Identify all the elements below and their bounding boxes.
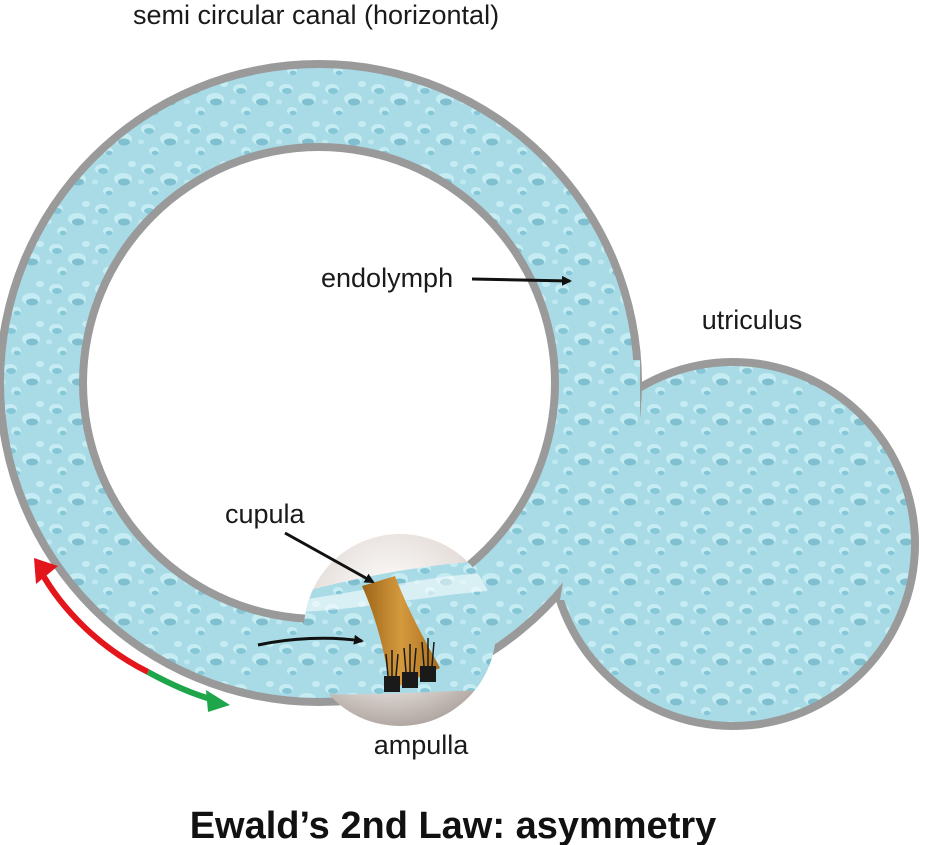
semicircular-canal — [0, 60, 642, 706]
cupula-pointer — [284, 531, 375, 584]
label-endolymph: endolymph — [321, 263, 453, 293]
hair-cells — [384, 638, 436, 692]
cupula — [362, 576, 440, 690]
label-utriculus: utriculus — [702, 305, 803, 335]
ampulla — [304, 534, 496, 726]
asymmetry-arrow — [34, 558, 230, 712]
label-ampulla: ampulla — [374, 730, 470, 760]
asymmetry-arrow-red — [37, 568, 150, 675]
canal-utriculus-junction — [560, 360, 640, 600]
endolymph-flow-arrow — [257, 634, 364, 647]
label-cupula: cupula — [225, 499, 306, 529]
label-canal: semi circular canal (horizontal) — [133, 0, 499, 30]
figure-title: Ewald’s 2nd Law: asymmetry — [190, 805, 717, 845]
endolymph-pointer — [471, 275, 572, 286]
